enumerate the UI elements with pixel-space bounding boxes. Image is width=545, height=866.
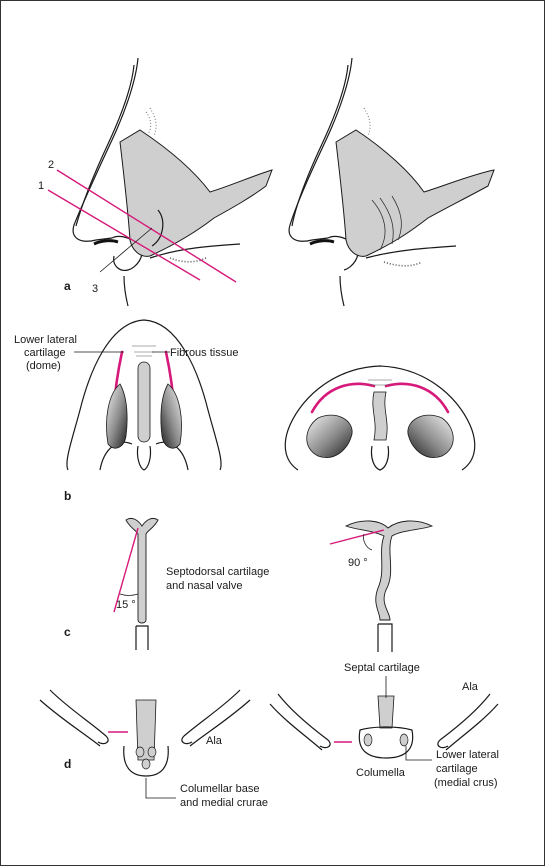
panel-d-right-nostril-base [269,693,499,759]
septodorsal-label-1: Septodorsal cartilage [166,566,269,578]
panel-b-right-nose-base [284,365,476,471]
panel-a-right-nose-profile [288,57,495,307]
panel-label-b: b [64,489,71,503]
septodorsal-label-2: and nasal valve [166,580,242,592]
panel-c-right-septum [329,520,434,652]
lower-lateral-label-1: Lower lateral [14,334,77,346]
panel-b-left-nose-base [66,319,222,471]
panel-c-left-septum [113,517,159,650]
angle-line-15 [113,527,139,613]
panel-label-d: d [64,757,71,771]
panel-label-c: c [64,625,71,639]
ala-label-left: Ala [206,735,223,747]
lower-lateral-medial-label-3: (medial crus) [434,777,498,789]
septal-cartilage-label: Septal cartilage [344,662,420,674]
columellar-base-label-1: Columellar base [180,783,259,795]
line-label-1: 1 [38,180,44,192]
columella-label: Columella [356,767,406,779]
columellar-base-leader [145,778,176,799]
fibrous-tissue-label: Fibrous tissue [170,347,238,359]
lower-lateral-medial-label-2: cartilage [436,763,478,775]
lower-lateral-medial-leader [405,746,432,761]
section-line-2 [56,169,237,283]
line-label-2: 2 [48,159,54,171]
section-line-3 [99,227,153,273]
panel-label-a: a [64,279,71,293]
angle-line-90 [329,529,385,545]
line-label-3: 3 [92,283,98,295]
panel-a-left-nose-profile [47,57,273,307]
columellar-base-label-2: and medial crurae [180,797,268,809]
angle-90-label: 90 ° [348,557,368,569]
angle-arc-90 [363,533,373,551]
lower-lateral-label-3: (dome) [26,360,61,372]
angle-arc-15 [119,593,139,596]
section-line-1 [47,189,201,281]
ala-label-right: Ala [462,681,479,693]
lower-lateral-label-2: cartilage [24,347,66,359]
panel-d-left-nostril-base [39,689,251,777]
lower-lateral-cartilage-right [310,382,376,414]
lower-lateral-medial-label-1: Lower lateral [436,749,499,761]
angle-15-label: 15 ° [116,599,136,611]
